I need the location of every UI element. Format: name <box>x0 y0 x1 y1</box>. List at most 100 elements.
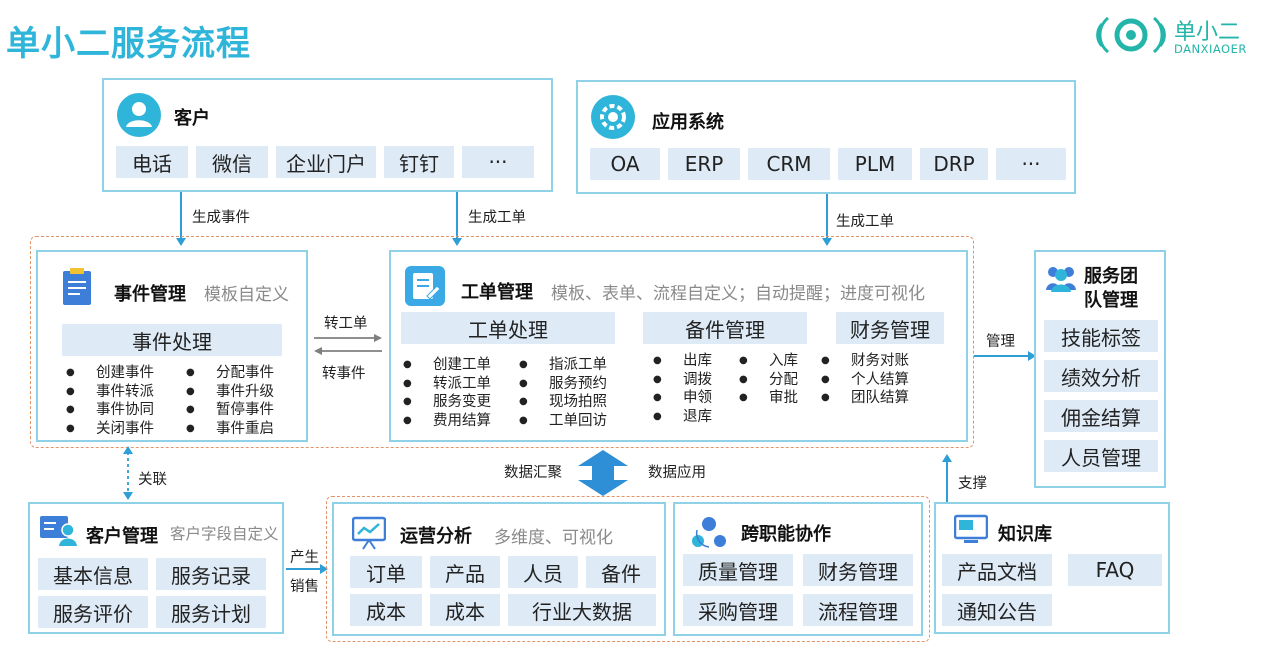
team-title-2: 队管理 <box>1084 290 1138 311</box>
arrow-relate <box>123 446 133 500</box>
arrow-gen-order-1 <box>456 192 458 240</box>
list-item: 费用结算 <box>399 412 491 431</box>
finance-list: 财务对账 个人结算 团队结算 <box>831 352 909 408</box>
finance-management: 财务管理 <box>836 312 944 344</box>
ops-subtitle: 多维度、可视化 <box>494 528 613 548</box>
customer-mgmt-title: 客户管理 <box>86 526 158 547</box>
customer-service-plan: 服务计划 <box>156 596 266 628</box>
label-manage: 管理 <box>986 334 1015 350</box>
list-item: 服务变更 <box>399 393 491 412</box>
cross-procurement: 采购管理 <box>683 594 793 626</box>
system-more: ··· <box>996 148 1066 180</box>
arrow-head <box>176 238 186 246</box>
channel-phone: 电话 <box>116 146 188 178</box>
handling-list-1: 创建工单 转派工单 服务变更 费用结算 <box>399 356 491 430</box>
system-drp: DRP <box>920 148 988 180</box>
arrow-head <box>1028 351 1036 361</box>
list-item: 创建工单 <box>399 356 491 375</box>
label-relate: 关联 <box>138 472 167 488</box>
customer-service-review: 服务评价 <box>38 596 148 628</box>
label-produce: 产生 <box>290 550 319 566</box>
list-item: 现场拍照 <box>515 393 607 412</box>
ops-panel: 运营分析 多维度、可视化 订单 产品 人员 备件 成本 成本 行业大数据 <box>332 502 666 636</box>
logo-name: 单小二 <box>1174 20 1241 45</box>
monitor-icon <box>954 514 988 543</box>
core-region <box>30 236 974 448</box>
kb-faq: FAQ <box>1068 554 1162 586</box>
event-section: 事件处理 <box>62 324 282 356</box>
kb-title: 知识库 <box>998 524 1052 545</box>
ops-order: 订单 <box>350 556 422 588</box>
list-item: 转派工单 <box>399 375 491 394</box>
team-commission: 佣金结算 <box>1044 400 1158 432</box>
page-title: 单小二服务流程 <box>6 24 251 64</box>
label-support: 支撑 <box>958 476 987 492</box>
team-performance: 绩效分析 <box>1044 360 1158 392</box>
workorder-subtitle: 模板、表单、流程自定义；自动提醒；进度可视化 <box>551 284 925 304</box>
arrow-head <box>942 454 952 462</box>
arrow-produce <box>286 568 322 570</box>
logo: 单小二 DANXIAOER <box>1096 10 1256 62</box>
collaboration-icon <box>692 517 726 548</box>
event-title: 事件管理 <box>114 284 186 305</box>
label-to-order: 转工单 <box>324 316 368 332</box>
channel-more: ··· <box>462 146 534 178</box>
document-icon <box>63 268 91 305</box>
customer-card-icon <box>40 516 77 546</box>
list-item: 出库 <box>649 352 712 371</box>
kb-panel: 知识库 产品文档 FAQ 通知公告 <box>934 502 1170 634</box>
cross-panel: 跨职能协作 质量管理 财务管理 采购管理 流程管理 <box>673 502 923 636</box>
chart-board-icon <box>352 516 386 550</box>
system-plm: PLM <box>838 148 912 180</box>
ops-industry-bigdata: 行业大数据 <box>508 594 656 626</box>
team-skill-tags: 技能标签 <box>1044 320 1158 352</box>
app-system-panel: 应用系统 OA ERP CRM PLM DRP ··· <box>576 80 1076 194</box>
system-crm: CRM <box>748 148 830 180</box>
team-title-1: 服务团 <box>1084 266 1138 287</box>
form-icon <box>405 266 445 306</box>
channel-dingtalk: 钉钉 <box>384 146 454 178</box>
label-to-event: 转事件 <box>322 366 366 382</box>
list-item: 财务对账 <box>817 352 909 371</box>
customer-mgmt-subtitle: 客户字段自定义 <box>170 525 279 543</box>
channel-wechat: 微信 <box>196 146 268 178</box>
customer-panel: 客户 电话 微信 企业门户 钉钉 ··· <box>102 78 553 192</box>
event-panel: 事件管理 模板自定义 事件处理 创建事件 事件转派 事件协同 关闭事件 分配事件… <box>36 250 308 442</box>
ops-personnel: 人员 <box>508 556 578 588</box>
workorder-panel: 工单管理 模板、表单、流程自定义；自动提醒；进度可视化 工单处理 备件管理 财务… <box>389 250 968 442</box>
arrow-manage <box>974 355 1028 357</box>
cross-finance: 财务管理 <box>803 554 913 586</box>
customer-mgmt-panel: 客户管理 客户字段自定义 基本信息 服务记录 服务评价 服务计划 <box>28 502 284 634</box>
ops-cost-2: 成本 <box>430 594 500 626</box>
handling-list-2: 指派工单 服务预约 现场拍照 工单回访 <box>515 356 607 430</box>
ops-cost-1: 成本 <box>350 594 422 626</box>
list-item: 调拨 <box>649 371 712 390</box>
channel-portal: 企业门户 <box>276 146 376 178</box>
arrow-support <box>946 460 948 502</box>
list-item: 指派工单 <box>515 356 607 375</box>
list-item: 退库 <box>649 408 712 427</box>
label-sales: 销售 <box>290 579 319 595</box>
label-gen-event: 生成事件 <box>192 210 250 226</box>
list-item: 分配 <box>735 371 798 390</box>
arrow-gen-order-2 <box>826 194 828 240</box>
label-gen-order-1: 生成工单 <box>468 210 526 226</box>
team-personnel: 人员管理 <box>1044 440 1158 472</box>
system-oa: OA <box>590 148 660 180</box>
cross-process: 流程管理 <box>803 594 913 626</box>
customer-basic-info: 基本信息 <box>38 558 148 590</box>
cross-quality: 质量管理 <box>683 554 793 586</box>
ops-product: 产品 <box>430 556 500 588</box>
ops-spare: 备件 <box>586 556 656 588</box>
logo-icon <box>1096 16 1166 54</box>
arrow-head <box>822 238 832 246</box>
list-item: 创建事件 <box>62 364 154 383</box>
list-item: 个人结算 <box>817 371 909 390</box>
gear-icon <box>591 95 635 139</box>
customer-title: 客户 <box>174 108 210 129</box>
list-item: 事件重启 <box>182 420 274 439</box>
workorder-title: 工单管理 <box>461 282 533 303</box>
arrow-gen-event <box>180 192 182 240</box>
ops-title: 运营分析 <box>400 526 472 547</box>
data-flow-icon <box>578 450 628 496</box>
